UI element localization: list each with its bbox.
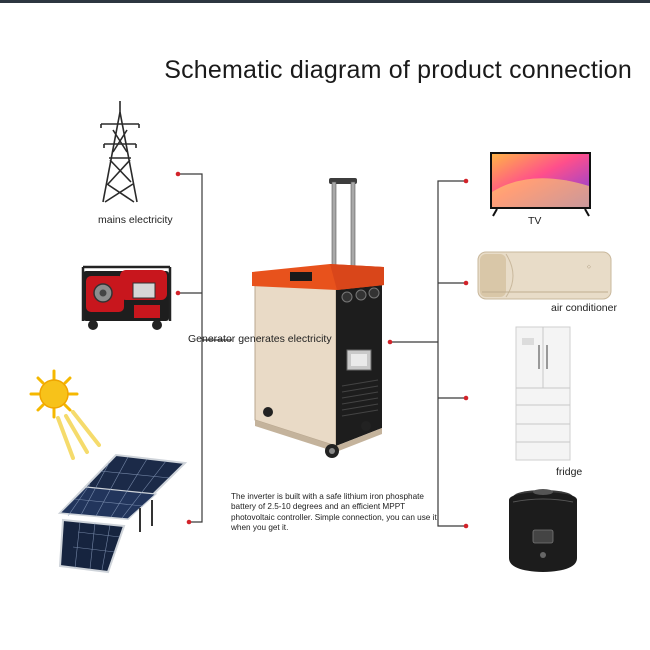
- connector-dot: [463, 178, 469, 184]
- power-station-trolley-icon: [252, 178, 384, 458]
- connection-lines: [178, 173, 466, 527]
- sun-icon: [29, 369, 79, 419]
- connector-dot: [463, 280, 469, 286]
- connector-dot: [175, 290, 181, 296]
- connector-dot: [186, 519, 192, 525]
- source-label-mains: mains electricity: [98, 214, 173, 226]
- connector-dot: [463, 395, 469, 401]
- generator-icon: [81, 265, 172, 330]
- connector-dot: [175, 171, 181, 177]
- power-tower-icon: [100, 101, 140, 203]
- fridge-icon: [515, 326, 571, 461]
- center-label: Generator generates electricity: [188, 333, 332, 345]
- tv-icon: [490, 152, 591, 217]
- rice-cooker-icon: [509, 489, 577, 572]
- air-conditioner-icon: ◇: [477, 251, 612, 300]
- product-description: The inverter is built with a safe lithiu…: [231, 492, 437, 533]
- load-label-air-conditioner: air conditioner: [551, 302, 617, 314]
- sun-rays: [56, 410, 101, 460]
- connector-dots: [175, 171, 469, 529]
- connector-dot: [463, 523, 469, 529]
- top-border: [0, 0, 650, 3]
- load-bus-line: [437, 180, 466, 527]
- diagram-title: Schematic diagram of product connection: [164, 56, 632, 84]
- connector-dot: [387, 339, 393, 345]
- svg-text:◇: ◇: [587, 264, 591, 270]
- load-label-tv: TV: [528, 215, 542, 227]
- source-bus-line: [178, 173, 203, 523]
- solar-panel-icon: [57, 453, 188, 574]
- load-label-fridge: fridge: [556, 466, 583, 478]
